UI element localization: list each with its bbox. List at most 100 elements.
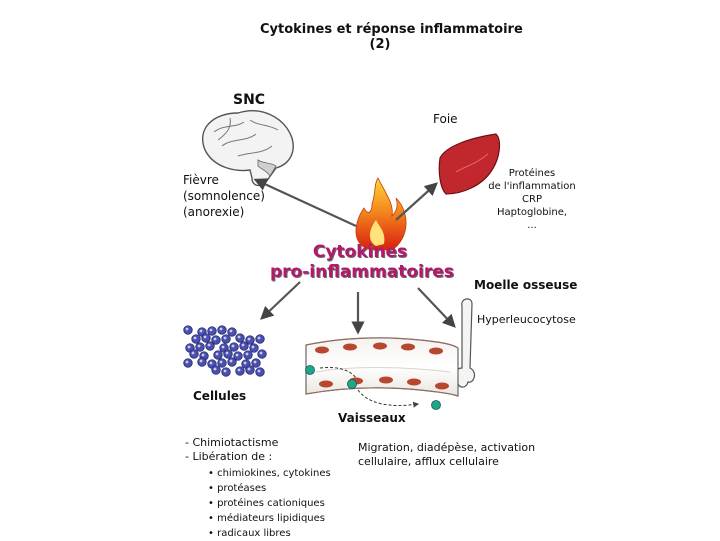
endothelial-cell-icon	[315, 346, 329, 354]
cell-icon	[191, 334, 201, 344]
cell-nucleus-icon	[237, 368, 241, 372]
cell-icon	[227, 357, 237, 367]
bone-marrow-label: Moelle osseuse	[474, 278, 578, 292]
cell-nucleus-icon	[191, 351, 195, 355]
cell-nucleus-icon	[229, 329, 233, 333]
cell-icon	[217, 325, 227, 335]
cell-icon	[243, 350, 253, 360]
proteins-line-5: ...	[527, 220, 537, 231]
endothelial-cell-icon	[379, 376, 393, 384]
release-label: - Libération de :	[185, 450, 273, 463]
cell-nucleus-icon	[235, 353, 239, 357]
brain-icon	[202, 110, 294, 187]
cell-icon	[207, 326, 217, 336]
endothelial-cell-icon	[435, 382, 449, 390]
inflammation-proteins: Protéines de l'inflammation CRP Haptoglo…	[486, 167, 578, 232]
proteins-line-2: de l'inflammation	[488, 181, 576, 192]
proteins-line-3: CRP	[522, 194, 542, 205]
cell-icon	[201, 333, 211, 343]
cell-nucleus-icon	[215, 352, 219, 356]
cell-nucleus-icon	[223, 369, 227, 373]
mediator-item: protéines cationiques	[208, 496, 331, 511]
cells-label: Cellules	[193, 389, 247, 403]
arrow-to-bone-marrow	[417, 287, 456, 328]
cell-nucleus-icon	[223, 336, 227, 340]
cell-nucleus-icon	[245, 352, 249, 356]
cell-nucleus-icon	[185, 327, 189, 331]
cell-nucleus-icon	[257, 369, 261, 373]
cell-icon	[205, 341, 215, 351]
endothelial-cell-icon	[401, 343, 415, 351]
anorexia-label: (anorexie)	[183, 205, 245, 219]
vessels-label: Vaisseaux	[338, 411, 406, 425]
mediator-item: chimiokines, cytokines	[208, 466, 331, 481]
cell-icon	[239, 341, 249, 351]
cells-cluster-icon	[183, 325, 267, 377]
proteins-line-1: Protéines	[508, 168, 556, 179]
cell-nucleus-icon	[185, 360, 189, 364]
cell-icon	[249, 343, 259, 353]
endothelial-cell-icon	[373, 342, 387, 350]
cell-nucleus-icon	[209, 328, 213, 332]
endothelial-cell-icon	[429, 347, 443, 355]
released-mediators-list: chimiokines, cytokinesprotéasesprotéines…	[208, 466, 331, 541]
cell-nucleus-icon	[237, 335, 241, 339]
cell-icon	[233, 351, 243, 361]
migration-line-1: Migration, diadépèse, activation	[358, 441, 536, 454]
cell-nucleus-icon	[203, 335, 207, 339]
cell-icon	[211, 365, 221, 375]
cell-icon	[183, 358, 193, 368]
title-line-2: (2)	[369, 37, 391, 52]
cell-icon	[197, 357, 207, 367]
cell-nucleus-icon	[257, 336, 261, 340]
cell-icon	[257, 349, 267, 359]
diagram-title: Cytokines et réponse inflammatoire (2)	[260, 22, 523, 52]
arrow-to-snc	[253, 178, 357, 227]
cell-nucleus-icon	[209, 361, 213, 365]
cell-icon	[235, 366, 245, 376]
title-line-1: Cytokines et réponse inflammatoire	[260, 22, 523, 37]
mediator-item: radicaux libres	[208, 526, 331, 541]
chemotaxis-label: - Chimiotactisme	[185, 436, 279, 449]
cell-icon	[229, 342, 239, 352]
cell-icon	[223, 349, 233, 359]
liver-label: Foie	[433, 112, 458, 126]
cell-nucleus-icon	[221, 345, 225, 349]
arrow-to-cells	[260, 281, 301, 320]
cell-nucleus-icon	[199, 329, 203, 333]
cell-nucleus-icon	[231, 344, 235, 348]
cell-icon	[213, 350, 223, 360]
proteins-line-4: Haptoglobine,	[496, 207, 568, 218]
leukocyte-icon	[347, 379, 357, 389]
endothelial-cell-icon	[407, 378, 421, 386]
cell-nucleus-icon	[251, 345, 255, 349]
cell-icon	[183, 325, 193, 335]
central-cytokines-label: Cytokines pro-inflammatoires	[270, 242, 454, 282]
mediator-item: protéases	[208, 481, 331, 496]
cell-icon	[211, 335, 221, 345]
cells-effects: - Chimiotactisme - Libération de :	[185, 436, 278, 464]
cell-nucleus-icon	[207, 343, 211, 347]
cell-icon	[251, 358, 261, 368]
cell-nucleus-icon	[193, 336, 197, 340]
cell-nucleus-icon	[197, 344, 201, 348]
liver-icon	[438, 133, 501, 195]
diagram-panel	[172, 0, 592, 540]
cytokines-line-2: pro-inflammatoires	[270, 262, 454, 282]
cell-nucleus-icon	[187, 345, 191, 349]
fever-label: Fièvre	[183, 173, 219, 187]
cell-icon	[227, 327, 237, 337]
mediator-item: médiateurs lipidiques	[208, 511, 331, 526]
vessel-effects: Migration, diadépèse, activation cellula…	[358, 441, 535, 469]
cell-icon	[245, 365, 255, 375]
endothelial-cell-icon	[343, 343, 357, 351]
cell-icon	[217, 358, 227, 368]
cell-icon	[195, 342, 205, 352]
cell-icon	[221, 367, 231, 377]
cell-nucleus-icon	[241, 343, 245, 347]
cell-nucleus-icon	[259, 351, 263, 355]
cell-nucleus-icon	[219, 327, 223, 331]
cell-nucleus-icon	[247, 367, 251, 371]
